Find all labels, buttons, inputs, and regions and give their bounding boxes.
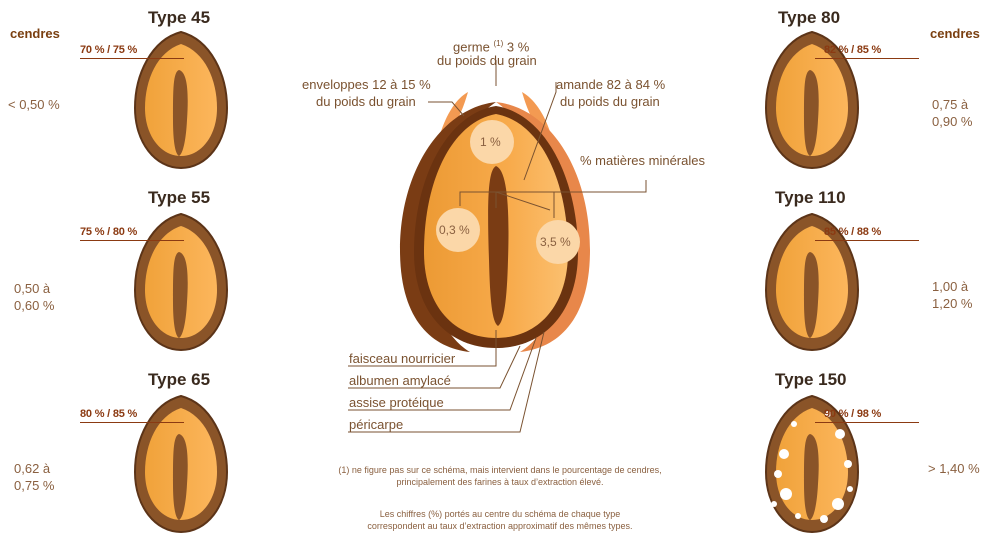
- type-150-extraction: 90 % / 98 %: [824, 408, 881, 420]
- type-110-extraction-line: [815, 240, 919, 241]
- type-55-grain: [133, 212, 229, 352]
- type-55-title: Type 55: [148, 188, 210, 208]
- faisceau-nourricier: [488, 166, 508, 326]
- part-assise: assise protéique: [349, 394, 444, 411]
- part-pericarpe: péricarpe: [349, 416, 403, 433]
- type-150-extraction-line: [815, 422, 919, 423]
- footnote: (1) ne figure pas sur ce schéma, mais in…: [290, 464, 710, 488]
- type-55-extraction-line: [80, 240, 184, 241]
- type-45-extraction-line: [80, 58, 184, 59]
- right-cendres-header: cendres: [930, 26, 980, 41]
- bubble-right-label: 3,5 %: [540, 234, 571, 251]
- type-65-extraction: 80 % / 85 %: [80, 408, 137, 420]
- envelope-label-1: enveloppes 12 à 15 %: [302, 76, 431, 93]
- type-45-ash: < 0,50 %: [8, 96, 60, 113]
- type-45-title: Type 45: [148, 8, 210, 28]
- type-65-extraction-line: [80, 422, 184, 423]
- part-faisceau: faisceau nourricier: [349, 350, 455, 367]
- type-55-extraction: 75 % / 80 %: [80, 226, 137, 238]
- type-45-extraction: 70 % / 75 %: [80, 44, 137, 56]
- type-110-title: Type 110: [775, 188, 846, 208]
- left-cendres-header: cendres: [10, 26, 60, 41]
- type-80-extraction-line: [815, 58, 919, 59]
- type-65-grain: [133, 394, 229, 534]
- almond-label-1: amande 82 à 84 %: [556, 76, 665, 93]
- bubble-top-label: 1 %: [480, 134, 501, 151]
- type-150-ash: > 1,40 %: [928, 460, 980, 477]
- extraction-note: Les chiffres (%) portés au centre du sch…: [300, 508, 700, 532]
- type-150-title: Type 150: [775, 370, 847, 390]
- almond-label-2: du poids du grain: [560, 93, 660, 110]
- bubble-left-label: 0,3 %: [439, 222, 470, 239]
- type-65-title: Type 65: [148, 370, 210, 390]
- type-80-title: Type 80: [778, 8, 840, 28]
- part-albumen: albumen amylacé: [349, 372, 451, 389]
- germ-label-line2: du poids du grain: [437, 52, 537, 69]
- type-110-extraction: 85 % / 88 %: [824, 226, 881, 238]
- minerals-label: % matières minérales: [580, 152, 705, 169]
- envelope-label-2: du poids du grain: [316, 93, 416, 110]
- type-80-extraction: 82 % / 85 %: [824, 44, 881, 56]
- type-45-grain: [133, 30, 229, 170]
